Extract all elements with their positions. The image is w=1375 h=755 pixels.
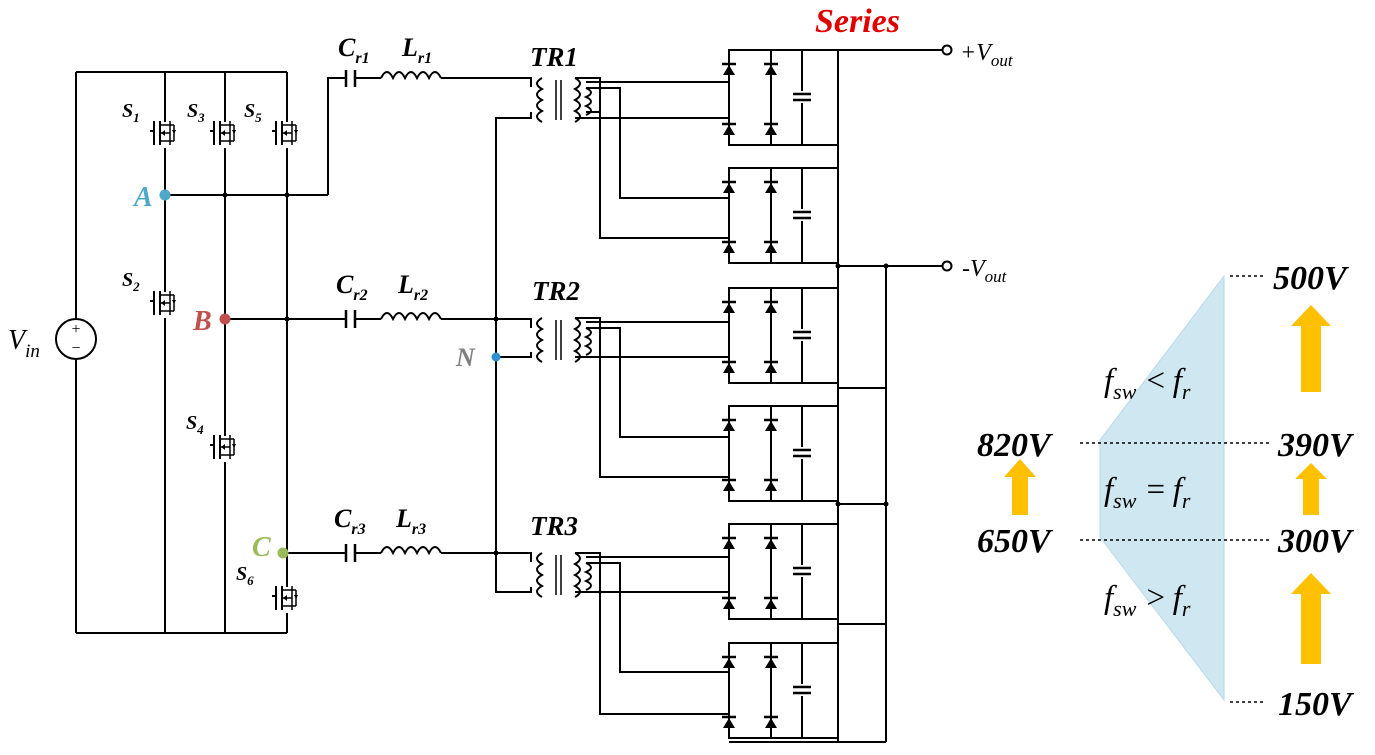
region-label-below-resonance: fsw<fr (1104, 363, 1191, 404)
resonant-tank-3: Cr3 Lr3 (334, 504, 532, 562)
node-a-label: A (132, 182, 153, 213)
node-n-dot (491, 352, 501, 362)
input-level-650: 650V (977, 523, 1053, 560)
phase-nodes: A B C (132, 182, 289, 563)
node-n-label: N (455, 343, 476, 372)
rectifier-6 (722, 643, 838, 738)
node-b-dot (219, 313, 231, 325)
cap-label-1: Cr1 (338, 33, 370, 67)
cap-label-3: Cr3 (334, 504, 366, 538)
operating-range-panel: 500V 390V 300V 150V 820V 650V fsw<fr fsw… (977, 260, 1354, 723)
transformer-3: TR3 (530, 511, 592, 598)
node-a-dot (159, 189, 171, 201)
rectifier-4 (722, 406, 838, 501)
output-level-150: 150V (1278, 686, 1354, 723)
arrow-up-icon (1291, 573, 1331, 664)
terminal-pos (941, 44, 953, 56)
arrow-up-icon (1004, 459, 1036, 515)
node-c-label: C (252, 532, 271, 563)
label-s6: S6 (236, 563, 254, 588)
transformer-label-3: TR3 (530, 511, 578, 541)
ind-label-2: Lr2 (397, 270, 428, 304)
label-s3: S3 (187, 100, 205, 125)
rectifier-5 (722, 524, 838, 619)
label-s5: S5 (244, 100, 262, 125)
arrow-up-icon (1291, 305, 1331, 392)
source-plus: + (71, 321, 80, 338)
input-level-820: 820V (977, 427, 1053, 464)
output-terminals: +Vout -Vout Series (815, 3, 1014, 286)
switches: S1 S3 S5 S2 S4 S6 (122, 100, 301, 613)
output-neg-label: -Vout (962, 256, 1008, 286)
transformer-label-2: TR2 (532, 276, 580, 306)
title-series: Series (815, 3, 900, 40)
label-s4: S4 (186, 412, 204, 437)
node-b-label: B (192, 306, 212, 337)
frequency-region (1099, 274, 1225, 702)
terminal-neg (941, 260, 953, 272)
output-pos-label: +Vout (960, 40, 1014, 70)
rectifier-1 (722, 50, 838, 145)
cap-label-2: Cr2 (336, 270, 368, 304)
label-s2: S2 (122, 269, 140, 294)
secondary-wiring (575, 77, 729, 715)
transformer-2: TR2 (532, 276, 592, 363)
inverter-legs (164, 72, 346, 633)
ind-label-1: Lr1 (401, 33, 432, 67)
node-c-dot (277, 547, 289, 559)
resonant-tank-1: Cr1 Lr1 (327, 33, 532, 195)
label-s1: S1 (122, 100, 140, 125)
region-label-above-resonance: fsw>fr (1104, 580, 1191, 621)
dc-source: + − Vin (8, 71, 287, 634)
rectifier-2 (722, 168, 838, 263)
output-level-500: 500V (1273, 260, 1349, 297)
output-level-300: 300V (1277, 523, 1354, 560)
neutral-node: N (455, 112, 532, 593)
rectifier-stack (722, 50, 889, 743)
output-level-390: 390V (1277, 427, 1354, 464)
region-label-at-resonance: fsw=fr (1104, 472, 1191, 513)
transformer-label-1: TR1 (530, 42, 578, 72)
arrow-up-icon (1295, 463, 1327, 515)
source-label: Vin (8, 325, 40, 362)
transformer-1: TR1 (530, 42, 592, 123)
ind-label-3: Lr3 (395, 504, 426, 538)
resonant-tank-2: Cr2 Lr2 (336, 270, 532, 328)
rectifier-3 (722, 288, 838, 383)
source-minus: − (71, 340, 80, 357)
